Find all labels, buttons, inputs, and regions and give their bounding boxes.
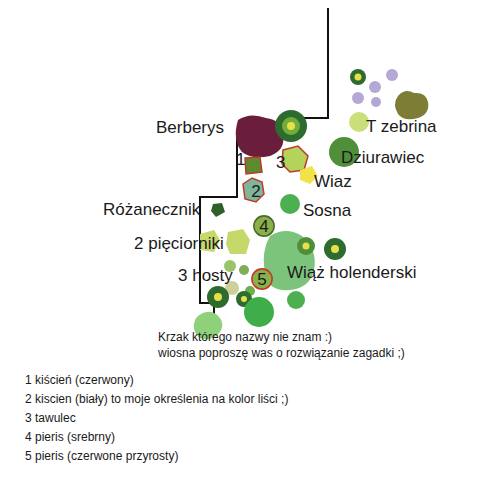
note-text: 1 kiścień (czerwony) [25,374,134,387]
plant-label: 2 pięciorniki [134,235,224,254]
plant-label: T zebrina [366,118,437,137]
plant-circle: 2 [245,180,267,202]
note-text: 5 pieris (czerwone przyrosty) [25,450,178,463]
plant-circle: 4 [253,215,275,237]
note-text: Krzak którego nazwy nie znam :) [158,331,332,344]
plant-label: Berberys [156,119,224,138]
plant-label: 1 [236,151,245,170]
plant-label: Sosna [303,202,351,221]
note-text: 4 pieris (srebrny) [25,431,115,444]
callout-number: 2 [245,183,267,200]
callout-number: 4 [253,218,275,235]
note-text: wiosna poproszę was o rozwiązanie zagadk… [158,347,405,360]
plant-label: 3 hosty [178,267,233,286]
note-text: 2 kiscien (biały) to moje określenia na … [25,393,288,406]
plant-label: Różanecznik [103,201,200,220]
callout-number: 5 [251,271,273,288]
plant-label: Dziurawiec [341,149,424,168]
note-text: 3 tawulec [25,412,76,425]
plant-label: Wiąż holenderski [287,264,416,283]
plant-label: 3 [276,154,285,173]
plant-circle: 5 [251,268,273,290]
plant-label: Wiaz [314,173,352,192]
